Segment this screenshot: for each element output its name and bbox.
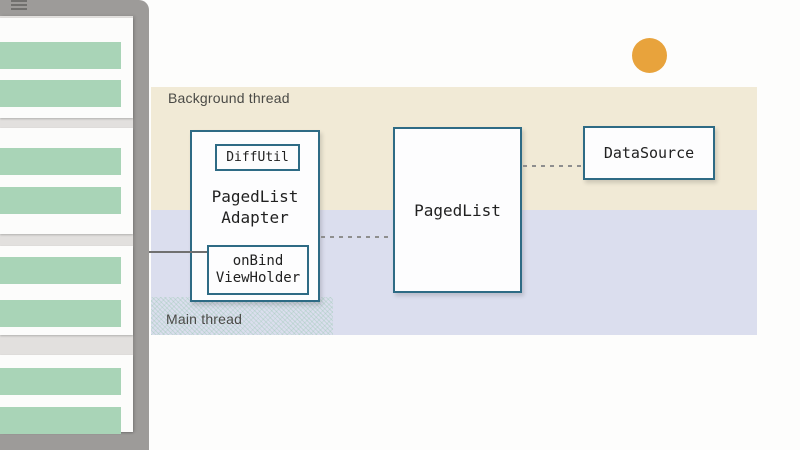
pagedlistadapter-label: PagedList Adapter	[192, 186, 318, 228]
onbind-label-line2: ViewHolder	[215, 270, 301, 286]
list-card	[0, 355, 133, 434]
list-card	[0, 128, 133, 234]
pagedlist-label: PagedList	[414, 200, 501, 220]
background-thread-label: Background thread	[168, 90, 290, 106]
onbindviewholder-box: onBind ViewHolder	[207, 245, 309, 295]
list-row-placeholder	[0, 42, 121, 69]
list-row-placeholder	[0, 368, 121, 395]
list-row-placeholder	[0, 257, 121, 284]
list-row-placeholder	[0, 80, 121, 107]
list-card	[0, 246, 133, 335]
list-card	[0, 18, 133, 118]
orange-dot	[632, 38, 667, 73]
menu-icon	[11, 0, 27, 10]
diffutil-label: DiffUtil	[226, 150, 289, 165]
list-row-placeholder	[0, 148, 121, 175]
datasource-box: DataSource	[583, 126, 715, 180]
connector-adapter-to-pagedlist	[321, 236, 393, 238]
pagedlistadapter-box: DiffUtil PagedList Adapter onBind ViewHo…	[190, 130, 320, 302]
list-row-placeholder	[0, 407, 121, 434]
onbind-label-line1: onBind	[232, 253, 284, 269]
phone-mockup	[0, 0, 149, 450]
connector-pagedlist-to-datasource	[523, 165, 583, 167]
connector-phone-to-onbind	[149, 251, 207, 253]
diffutil-box: DiffUtil	[215, 144, 300, 171]
main-thread-label: Main thread	[166, 311, 243, 327]
datasource-label: DataSource	[603, 144, 695, 162]
pagedlist-box: PagedList	[393, 127, 522, 293]
pagedlistadapter-label-line1: PagedList	[211, 187, 299, 206]
list-row-placeholder	[0, 187, 121, 214]
main-thread-texture	[151, 297, 333, 335]
pagedlistadapter-label-line2: Adapter	[221, 208, 289, 227]
phone-screen	[0, 16, 133, 434]
list-row-placeholder	[0, 300, 121, 327]
